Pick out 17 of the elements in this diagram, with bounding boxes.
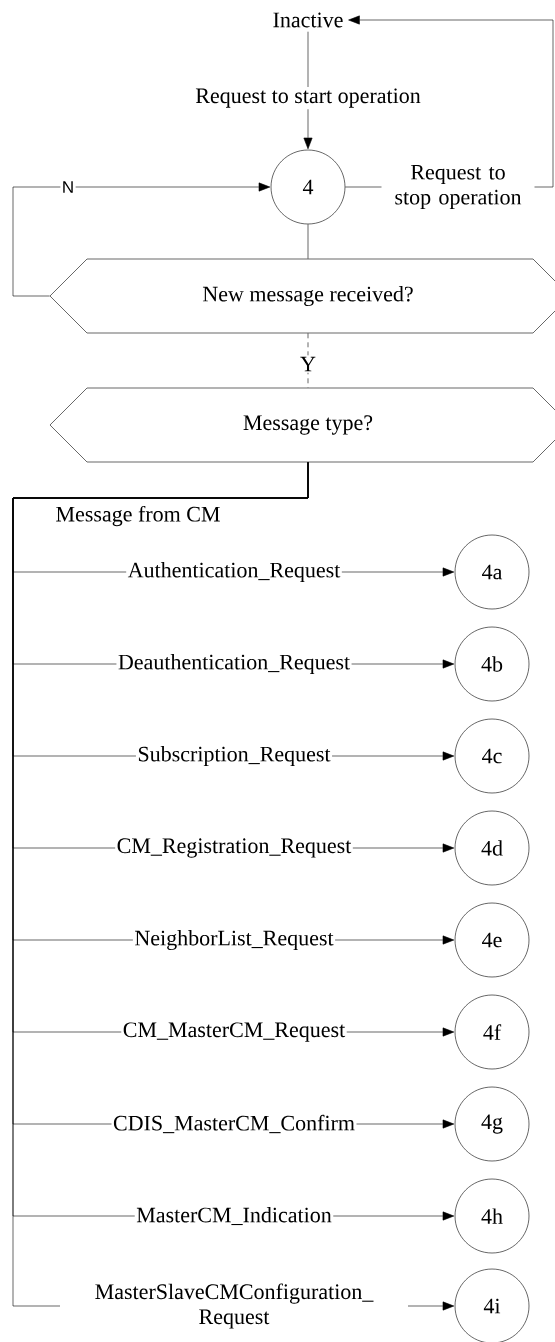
edge-label: Request to start operation [193,86,423,110]
edge-label: CDIS_MasterCM_Confirm [111,1113,357,1135]
branch-label: Message from CM [56,505,220,527]
edge-label: Authentication_Request [126,560,342,584]
edge-label: N [60,179,76,195]
edge-label: CM_MasterCM_Request [121,1020,347,1044]
edge-label: NeighborList_Request [132,928,336,952]
arrow [303,31,313,150]
edge-label: MasterCM_Indication [134,1205,334,1227]
edge-label: Y [298,355,318,373]
arrow [12,182,271,297]
edge-label: CM_Registration_Request [115,836,353,860]
edge-label: Subscription_Request [135,744,333,768]
edge-label: Deauthentication_Request [116,652,352,676]
state-label: Inactive [273,12,343,28]
edge-label: Request to stop operation [381,163,535,211]
edge-label: MasterSlaveCMConfiguration_ Request [60,1281,408,1331]
